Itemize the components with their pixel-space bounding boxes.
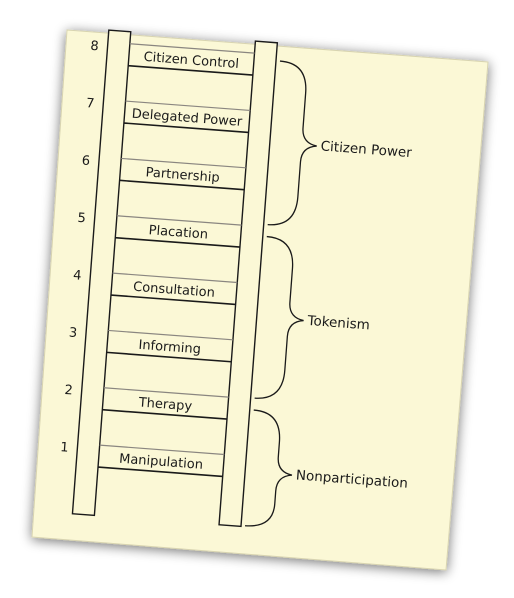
rung-label: Placation (148, 223, 208, 242)
rung-top-edge (116, 215, 242, 226)
rung-bottom-edge (102, 408, 228, 420)
rung-top-edge (103, 387, 229, 398)
group-label-tokenism: Tokenism (306, 313, 370, 334)
brace-citizen-power (267, 60, 317, 226)
rung-top-edge (108, 329, 233, 341)
rung-bottom-edge (97, 466, 223, 478)
rung-bottom-edge (110, 294, 236, 306)
rung-number: 2 (64, 383, 73, 399)
rung-label: Partnership (145, 165, 220, 186)
rung-number: 1 (60, 440, 69, 456)
rung-top-edge (112, 272, 238, 284)
rung-label: Manipulation (119, 452, 204, 473)
brace-nonparticipation (244, 409, 293, 527)
rung-bottom-edge (106, 351, 232, 363)
rung-label: Consultation (133, 280, 216, 301)
rung-number: 7 (86, 96, 95, 112)
rung-number: 4 (73, 268, 82, 284)
rung-bottom-edge (119, 179, 245, 191)
rung-top-edge (121, 157, 246, 169)
rung-label: Informing (138, 338, 201, 358)
rung-label: Citizen Control (143, 50, 239, 72)
rung-label: Therapy (137, 395, 193, 414)
rung-number: 3 (68, 326, 77, 342)
paper-sheet (31, 29, 489, 571)
rung-top-edge (99, 444, 225, 456)
rung-top-edge (125, 100, 251, 112)
rung-number: 6 (81, 153, 90, 169)
rung-number: 5 (77, 211, 86, 227)
rung-number: 8 (90, 39, 99, 55)
rung-bottom-edge (128, 64, 253, 76)
rung-bottom-edge (123, 122, 249, 134)
rung-bottom-edge (115, 236, 240, 248)
brace-tokenism (254, 235, 304, 399)
group-label-citizen-power: Citizen Power (320, 138, 413, 161)
rung-top-edge (129, 43, 255, 54)
